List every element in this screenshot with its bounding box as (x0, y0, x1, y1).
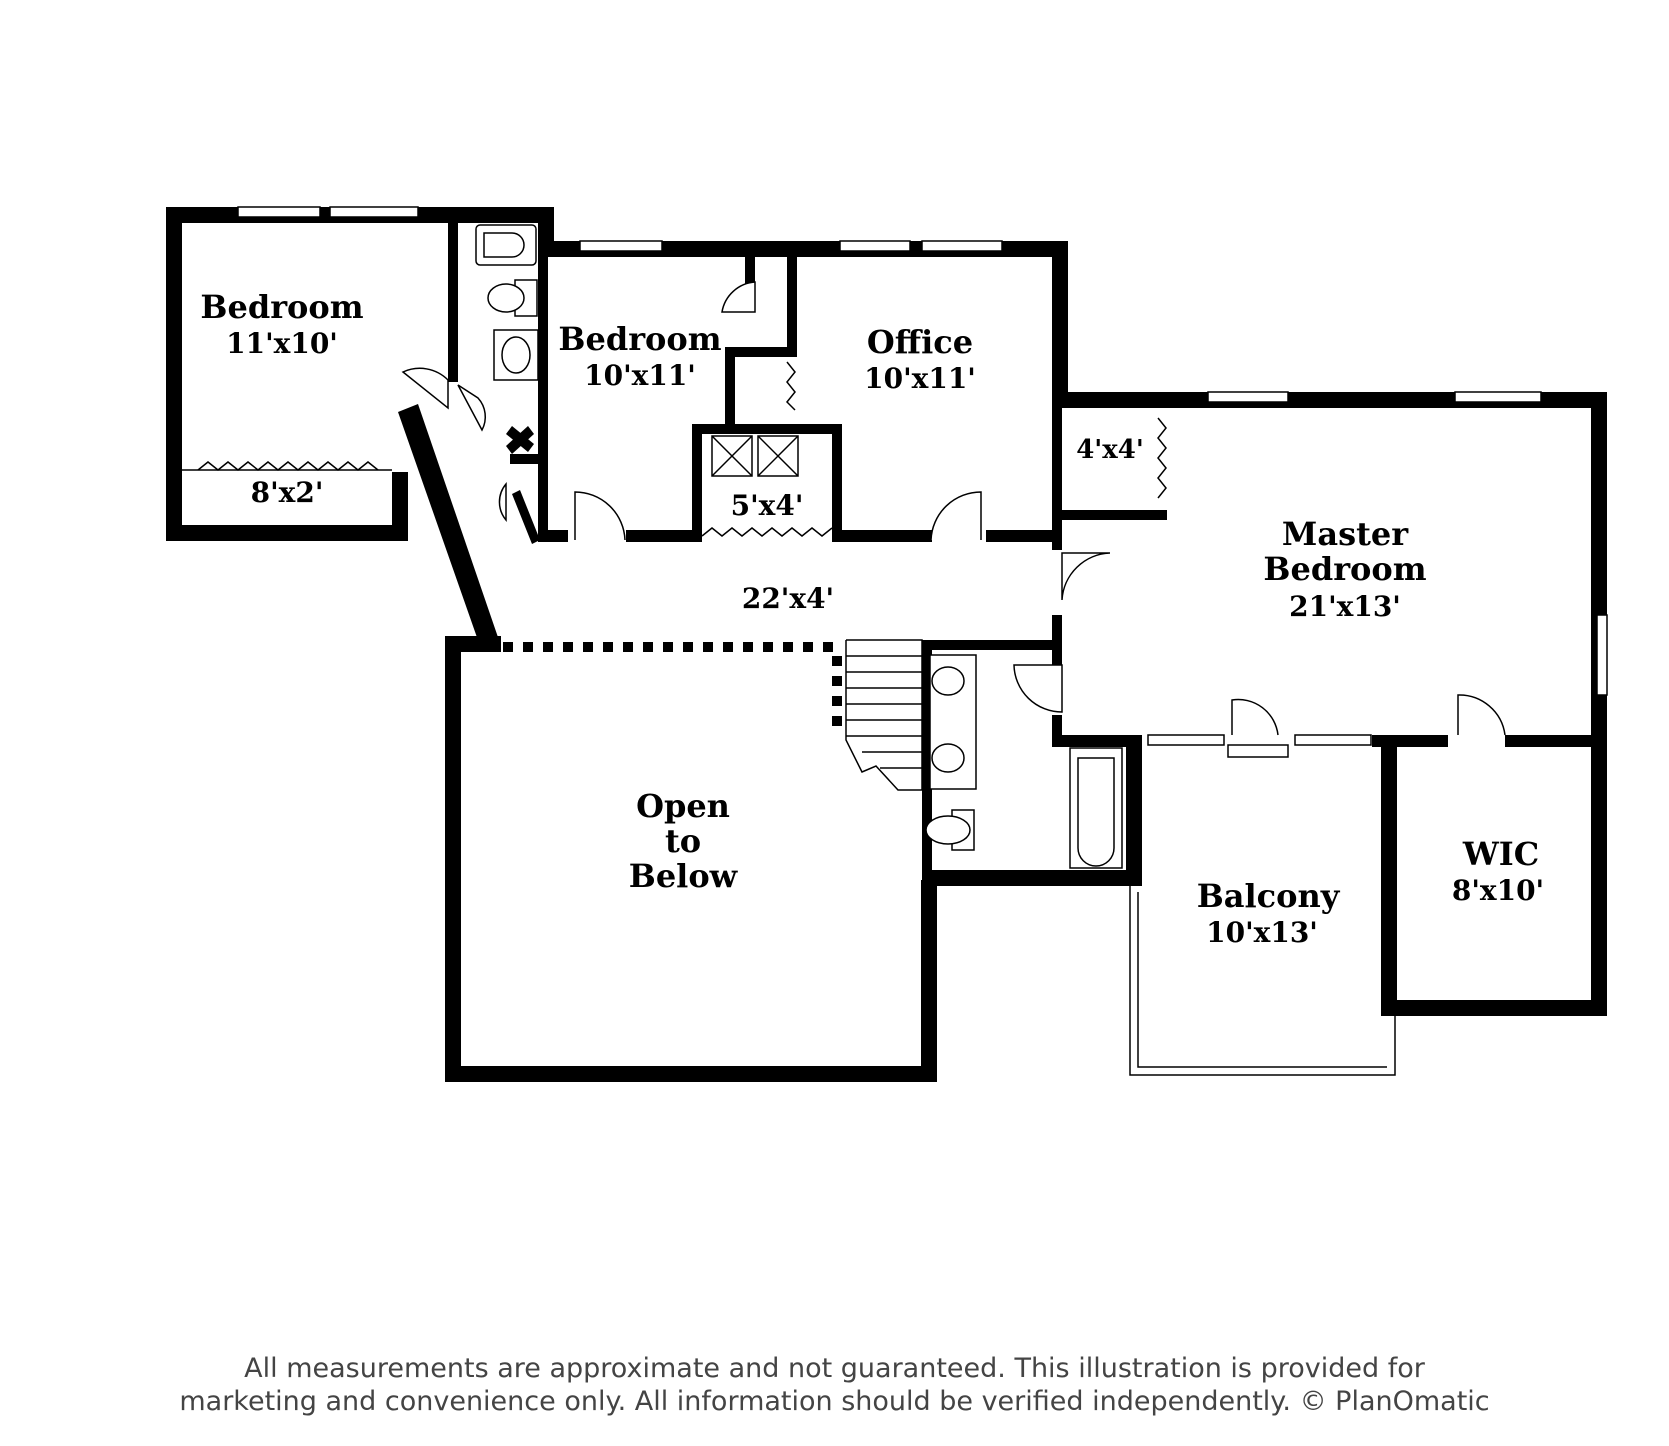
linen-closet-size: 5'x4' (731, 489, 804, 522)
bedroom-left-name: Bedroom (200, 288, 363, 326)
disclaimer: All measurements are approximate and not… (0, 1352, 1669, 1418)
railing-dotted (503, 642, 842, 726)
linen-shelves (711, 435, 799, 477)
office-name: Office (867, 323, 973, 361)
wic-name: WIC (1462, 835, 1539, 873)
open-below-line3: Below (629, 857, 739, 895)
bedroom-mid-size: 10'x11' (584, 359, 696, 392)
open-below-line1: Open (636, 787, 730, 825)
bedroom-left-size: 11'x10' (226, 327, 338, 360)
balcony-size: 10'x13' (1206, 916, 1318, 949)
wic-size: 8'x10' (1452, 874, 1544, 907)
disclaimer-line-2: marketing and convenience only. All info… (179, 1386, 1490, 1417)
balcony-outline (1129, 886, 1396, 1076)
staircase (845, 639, 923, 791)
bifold-doors (182, 361, 1167, 537)
fixtures (475, 224, 1123, 869)
master-size: 21'x13' (1289, 590, 1401, 623)
balcony-name: Balcony (1197, 877, 1341, 915)
master-name-line2: Bedroom (1263, 550, 1426, 588)
master-name-line1: Master (1282, 515, 1409, 553)
open-below-line2: to (665, 822, 701, 860)
windows (237, 206, 1608, 758)
bedroom-mid-name: Bedroom (558, 320, 721, 358)
disclaimer-line-1: All measurements are approximate and not… (244, 1353, 1425, 1384)
office-size: 10'x11' (864, 362, 976, 395)
doors (401, 281, 1506, 736)
closet-small-size: 4'x4' (1076, 435, 1144, 465)
hallway-size: 22'x4' (742, 582, 834, 615)
walls (166, 207, 1607, 1082)
closet-left-size: 8'x2' (251, 476, 324, 509)
